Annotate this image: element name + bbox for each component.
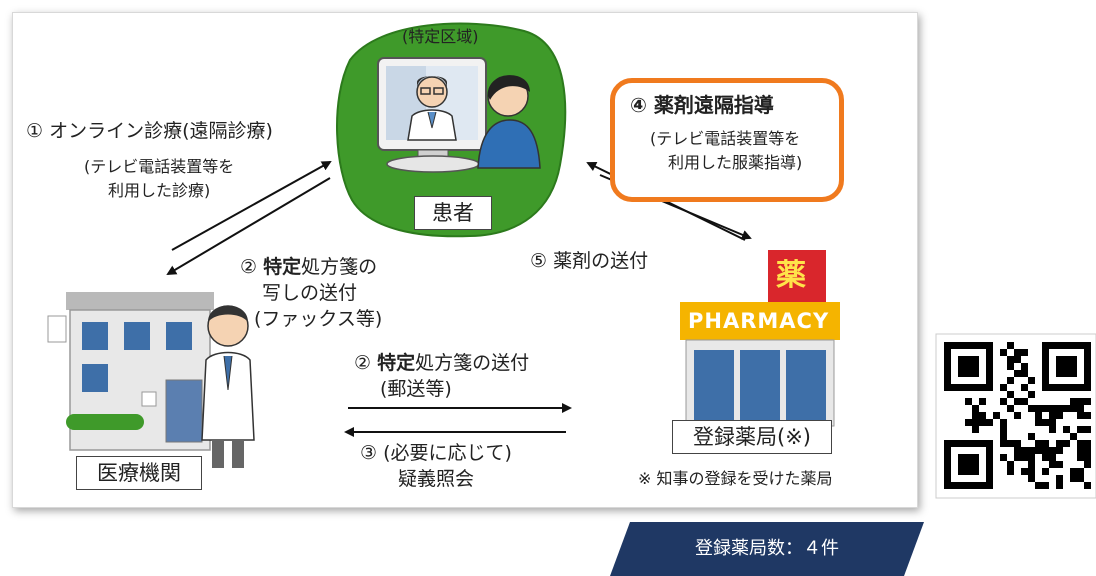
step2b-num: ②	[354, 352, 378, 374]
video-call-monitor-icon	[377, 57, 487, 173]
step1-title: ① オンライン診療(遠隔診療)	[26, 120, 273, 142]
step4-sub1: (テレビ電話装置等を	[650, 129, 801, 148]
hospital-building-icon	[47, 292, 214, 451]
medical-label: 医療機関	[76, 456, 202, 490]
step1-sub1: (テレビ電話装置等を	[84, 157, 235, 176]
step3-line2: 疑義照会	[398, 468, 475, 490]
step2b-line2: (郵送等)	[380, 378, 452, 400]
step2b-bold: 特定	[377, 352, 416, 374]
step2a-bold: 特定	[263, 256, 302, 278]
step2a-line1: ② 特定処方箋の	[240, 254, 377, 280]
step2a-line2: 写しの送付	[262, 282, 358, 304]
step2a-line3: (ファックス等)	[254, 308, 383, 330]
arrow-online-clinic-down	[166, 177, 331, 276]
step4-sub2: 利用した服薬指導)	[668, 153, 803, 172]
step3-line1: ③ (必要に応じて)	[360, 442, 512, 464]
step2a-num: ②	[240, 256, 264, 278]
pharmacy-sign-char: 薬	[776, 258, 806, 293]
footnote: ※ 知事の登録を受けた薬局	[638, 469, 833, 488]
step2b-line1: ② 特定処方箋の送付	[354, 350, 529, 376]
step1-sub2: 利用した診療)	[108, 181, 211, 200]
patient-label: 患者	[414, 196, 492, 230]
pharmacy-building-icon	[680, 250, 840, 427]
count-banner-bg	[610, 522, 924, 576]
step2a-rest: 処方箋の	[301, 256, 378, 278]
region-label: (特定区域)	[402, 27, 479, 46]
qr-code-icon	[935, 333, 1096, 499]
doctor-figure-icon	[201, 305, 255, 468]
step4-title: ④ 薬剤遠隔指導	[630, 93, 774, 117]
step2b-rest: 処方箋の送付	[415, 352, 530, 374]
step4-box	[610, 78, 844, 202]
count-banner: 登録薬局数：４件	[610, 522, 924, 576]
count-banner-text: 登録薬局数：４件	[695, 538, 839, 559]
arrow-online-clinic-up	[171, 161, 332, 251]
pharmacy-label: 登録薬局(※)	[672, 420, 832, 454]
patient-figure-icon	[477, 75, 541, 169]
step5-label: ⑤ 薬剤の送付	[530, 250, 649, 272]
pharmacy-sign-text: PHARMACY	[688, 309, 830, 333]
